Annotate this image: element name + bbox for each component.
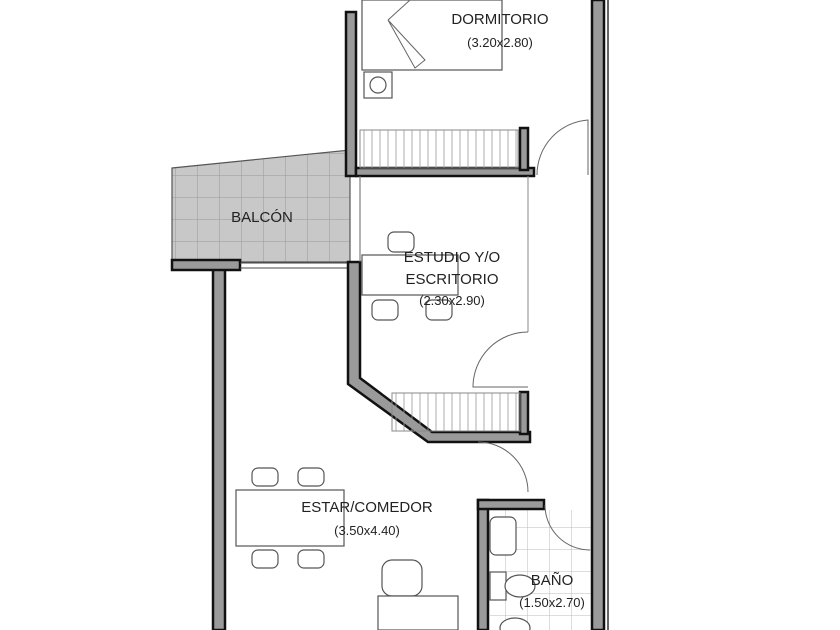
side-table — [377, 595, 459, 630]
living-door — [477, 441, 529, 493]
toilet — [489, 571, 507, 601]
bathroom-wall-top — [476, 498, 546, 511]
chair — [425, 299, 453, 321]
chair — [297, 467, 325, 487]
room-size-estudio: (2.30x2.90) — [419, 293, 485, 308]
armchair — [381, 559, 423, 597]
studio-closet — [391, 392, 521, 432]
room-label-balcon: BALCÓN — [231, 209, 293, 226]
room-size-bano: (1.50x2.70) — [519, 595, 585, 610]
closet-end-wall — [518, 126, 530, 172]
chair — [297, 549, 325, 569]
room-size-estar: (3.50x4.40) — [334, 523, 400, 538]
room-size-dormitorio: (3.20x2.80) — [467, 35, 533, 50]
chair — [251, 467, 279, 487]
dining-table — [235, 489, 345, 547]
bathroom-wall-left — [476, 498, 490, 630]
lamp — [369, 76, 387, 94]
bidet — [499, 617, 531, 630]
chair — [387, 231, 415, 253]
balcony-parapet — [170, 258, 242, 272]
bedroom-wall-left — [344, 10, 358, 178]
balcony-floor — [171, 149, 351, 263]
outer-wall-right — [590, 0, 606, 630]
toilet-bowl — [504, 574, 536, 598]
bed — [361, 0, 503, 71]
bathroom-door — [544, 504, 591, 551]
closet-wall — [354, 166, 536, 178]
room-label-dormitorio: DORMITORIO — [451, 11, 548, 28]
room-label-bano: BAÑO — [531, 572, 574, 589]
studio-closet-end — [518, 390, 530, 436]
room-label-estudio: ESTUDIO Y/O — [404, 249, 500, 266]
chair — [251, 549, 279, 569]
desk — [361, 254, 459, 296]
bedroom-closet — [359, 129, 519, 169]
studio-wall — [346, 260, 532, 444]
outer-wall-left — [211, 260, 227, 630]
room-label-estar: ESTAR/COMEDOR — [301, 499, 433, 516]
chair — [371, 299, 399, 321]
sink — [489, 516, 517, 556]
room-label-escritorio: ESCRITORIO — [405, 271, 498, 288]
bedroom-door — [536, 119, 589, 176]
studio-door — [472, 331, 529, 388]
